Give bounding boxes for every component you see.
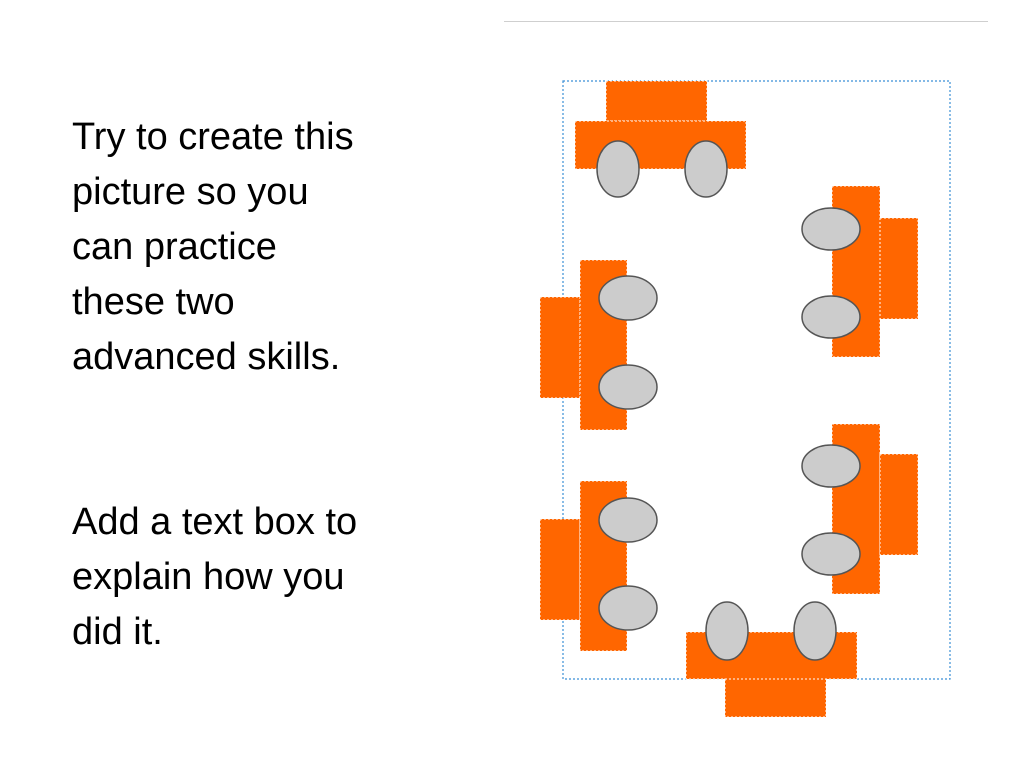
- instruction-text: Try to create this picture so you can pr…: [72, 110, 432, 660]
- desk-right-lower-back: [879, 453, 919, 556]
- desk-top-back: [605, 80, 708, 122]
- desk-group-right-upper[interactable]: [801, 185, 919, 358]
- desk-left-lower-back: [539, 518, 581, 621]
- desk-group-left-lower[interactable]: [539, 480, 658, 652]
- chair-bottom-right: [793, 601, 837, 661]
- chair-left-upper-bottom: [598, 364, 658, 410]
- chair-right-lower-bottom: [801, 532, 861, 576]
- chair-right-upper-bottom: [801, 295, 861, 339]
- instruction-paragraph-2: Add a text box to explain how you did it…: [72, 501, 358, 653]
- instruction-paragraph-1: Try to create this picture so you can pr…: [72, 116, 354, 378]
- desk-group-left-upper[interactable]: [539, 259, 658, 431]
- group-selection-outline[interactable]: [562, 80, 951, 680]
- desk-right-upper-back: [879, 217, 919, 320]
- chair-left-lower-top: [598, 497, 658, 543]
- chair-bottom-left: [705, 601, 749, 661]
- desk-bottom-front: [724, 678, 827, 718]
- title-underline: [504, 21, 988, 22]
- chair-left-upper-top: [598, 275, 658, 321]
- chair-top-right: [684, 140, 728, 198]
- desk-group-right-lower[interactable]: [801, 423, 919, 595]
- chair-right-upper-top: [801, 207, 861, 251]
- chair-left-lower-bottom: [598, 585, 658, 631]
- desk-group-top[interactable]: [574, 80, 747, 198]
- desk-left-upper-back: [539, 296, 581, 399]
- chair-top-left: [596, 140, 640, 198]
- chair-right-lower-top: [801, 444, 861, 488]
- desk-group-bottom[interactable]: [685, 601, 858, 718]
